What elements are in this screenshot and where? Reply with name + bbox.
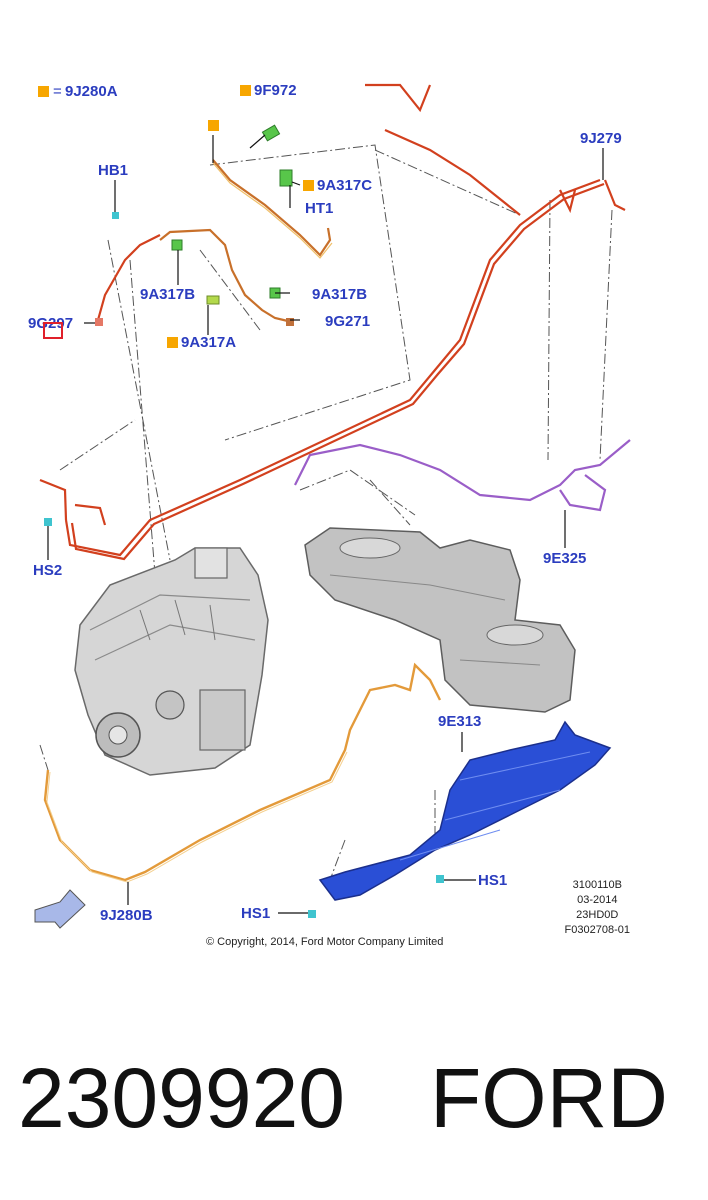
part-number: 2309920 [18,1051,346,1145]
red-fuel-line [39,83,626,561]
legend-equals: = [53,83,62,100]
brand-name: FORD [430,1051,668,1145]
label-hs1-right: HS1 [478,872,508,889]
meta-line-3: 23HD0D [576,909,619,921]
legend-code: 9J280A [65,83,118,100]
label-9a317c: 9A317C [317,177,373,194]
orange-upper-line-inner [212,162,333,259]
legend-marker-icon [38,86,49,97]
purple-vent-line [294,439,631,512]
marker-top-clip-icon [208,120,219,131]
meta-line-4: F0302708-01 [564,924,630,936]
engine-illustration [74,547,269,776]
meta-line-2: 03-2014 [577,894,618,906]
meta-line-1: 3100110B [572,879,622,891]
label-9j280b: 9J280B [100,907,153,924]
label-hb1: HB1 [98,162,129,179]
fuel-tank-illustration [304,527,576,713]
label-9f972: 9F972 [254,82,297,99]
label-9a317b-left: 9A317B [140,286,196,303]
highlight-box [43,322,63,339]
label-leaders [47,134,604,914]
front-direction-arrow-icon [34,889,86,929]
marker-9a317c-icon [303,180,314,191]
marker-9a317a-icon [167,337,178,348]
label-ht1: HT1 [305,200,334,217]
label-9a317a: 9A317A [181,334,237,351]
orange-lower-line-inner [46,751,348,883]
fuel-line-diagram: = 9J280A 9F972 9A317C HT1 HB1 9A317B 9A3… [28,82,631,948]
label-9a317b-right: 9A317B [312,286,368,303]
blue-shield-illustration [318,720,612,901]
label-9g271: 9G271 [325,313,371,330]
marker-9f972-icon [240,85,251,96]
label-hs2: HS2 [33,562,63,579]
label-9j279: 9J279 [580,130,622,147]
drawing-meta: 3100110B 03-2014 23HD0D F0302708-01 [565,878,630,938]
orange-upper-line [159,159,332,324]
label-9e325: 9E325 [543,550,587,567]
copyright-notice: © Copyright, 2014, Ford Motor Company Li… [206,936,444,948]
label-9e313: 9E313 [438,713,482,730]
label-hs1-left: HS1 [241,905,271,922]
diagram-drawing [34,83,631,929]
